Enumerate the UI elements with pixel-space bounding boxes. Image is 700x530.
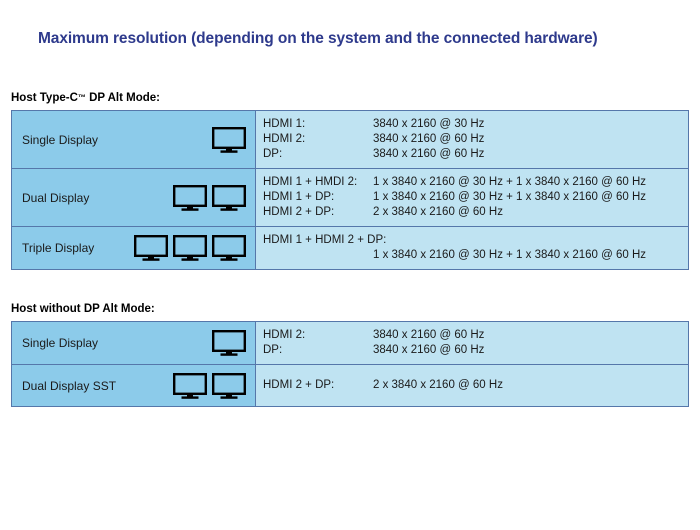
page-title: Maximum resolution (depending on the sys…: [38, 30, 598, 47]
table-row: Single Display HDMI 1: 3840 x: [11, 110, 689, 169]
resolution-value: 1 x 3840 x 2160 @ 30 Hz + 1 x 3840 x 216…: [373, 191, 647, 203]
monitor-icon-group: [134, 235, 246, 261]
port-label: DP:: [263, 344, 283, 356]
monitor-icon: [173, 372, 207, 399]
display-mode-cell: Single Display: [11, 321, 256, 365]
resolution-value: 1 x 3840 x 2160 @ 30 Hz + 1 x 3840 x 216…: [373, 176, 647, 188]
resolution-value: 1 x 3840 x 2160 @ 30 Hz + 1 x 3840 x 216…: [373, 249, 647, 261]
section-heading-type-c: Host Type-C™ DP Alt Mode:: [11, 92, 689, 104]
port-label: HDMI 1 + HMDI 2:: [263, 176, 358, 188]
resolution-value: 2 x 3840 x 2160 @ 60 Hz: [373, 206, 503, 218]
section-heading-text: Host Type-C: [11, 92, 78, 104]
port-label: HDMI 1 + HDMI 2 + DP:: [263, 234, 387, 246]
resolution-table-type-c: Single Display HDMI 1: 3840 x: [11, 110, 689, 270]
section-heading-text-cont: DP Alt Mode:: [85, 92, 160, 104]
display-mode-cell: Single Display: [11, 110, 256, 169]
display-mode-label: Dual Display SST: [22, 378, 117, 393]
monitor-icon: [212, 184, 246, 211]
resolution-value: 2 x 3840 x 2160 @ 60 Hz: [373, 379, 503, 391]
resolution-line: DP: 3840 x 2160 @ 60 Hz: [263, 343, 688, 358]
resolution-values-cell: HDMI 2 + DP: 2 x 3840 x 2160 @ 60 Hz: [255, 364, 689, 407]
display-mode-label: Dual Display: [22, 190, 90, 205]
port-label: HDMI 2 + DP:: [263, 206, 335, 218]
monitor-icon: [212, 330, 246, 356]
resolution-line: HDMI 1 + HDMI 2 + DP:: [263, 233, 688, 248]
table-row: Single Display HDMI 2: 3840 x: [11, 321, 689, 365]
resolution-values-cell: HDMI 1: 3840 x 2160 @ 30 Hz HDMI 2: 3840…: [255, 110, 689, 169]
resolution-values-cell: HDMI 1 + HMDI 2: 1 x 3840 x 2160 @ 30 Hz…: [255, 168, 689, 227]
monitor-icon: [212, 372, 246, 399]
port-label: HDMI 2 + DP:: [263, 379, 335, 391]
monitor-icon-group: [173, 372, 246, 399]
port-label: HDMI 1 + DP:: [263, 191, 335, 203]
section-type-c-dp-alt-mode: Host Type-C™ DP Alt Mode: Single Display: [11, 92, 689, 270]
resolution-line: HDMI 2 + DP: 2 x 3840 x 2160 @ 60 Hz: [263, 205, 688, 220]
resolution-value: 3840 x 2160 @ 60 Hz: [373, 148, 485, 160]
resolution-value: 3840 x 2160 @ 60 Hz: [373, 133, 485, 145]
display-mode-label: Triple Display: [22, 241, 95, 255]
resolution-value: 3840 x 2160 @ 30 Hz: [373, 118, 485, 130]
port-label: HDMI 1:: [263, 118, 306, 130]
port-label: HDMI 2:: [263, 133, 306, 145]
port-label: HDMI 2:: [263, 329, 306, 341]
resolution-line: HDMI 1 + HMDI 2: 1 x 3840 x 2160 @ 30 Hz…: [263, 175, 688, 190]
monitor-icon-group: [212, 330, 246, 356]
table-row: Dual Display SST: [11, 364, 689, 407]
resolution-value: 3840 x 2160 @ 60 Hz: [373, 344, 485, 356]
port-label: DP:: [263, 148, 283, 160]
display-mode-cell: Triple Display: [11, 226, 256, 270]
resolution-value: 3840 x 2160 @ 60 Hz: [373, 329, 485, 341]
monitor-icon: [173, 235, 207, 261]
resolution-values-cell: HDMI 2: 3840 x 2160 @ 60 Hz DP: 3840 x 2…: [255, 321, 689, 365]
display-mode-cell: Dual Display SST: [11, 364, 256, 407]
monitor-icon-group: [173, 184, 246, 211]
monitor-icon-group: [212, 126, 246, 153]
table-row: Dual Display: [11, 168, 689, 227]
trademark-icon: ™: [77, 93, 86, 102]
resolution-table-without-dp: Single Display HDMI 2: 3840 x: [11, 321, 689, 407]
display-mode-cell: Dual Display: [11, 168, 256, 227]
resolution-line: HDMI 1: 3840 x 2160 @ 30 Hz: [263, 117, 688, 132]
resolution-line: HDMI 2: 3840 x 2160 @ 60 Hz: [263, 328, 688, 343]
resolution-line: 1 x 3840 x 2160 @ 30 Hz + 1 x 3840 x 216…: [263, 248, 688, 263]
monitor-icon: [173, 184, 207, 211]
monitor-icon: [212, 235, 246, 261]
resolution-line: HDMI 2: 3840 x 2160 @ 60 Hz: [263, 132, 688, 147]
section-without-dp-alt-mode: Host without DP Alt Mode: Single Display: [11, 303, 689, 407]
monitor-icon: [134, 235, 168, 261]
display-mode-label: Single Display: [22, 132, 99, 147]
resolution-line: HDMI 2 + DP: 2 x 3840 x 2160 @ 60 Hz: [263, 378, 688, 393]
table-row: Triple Display: [11, 226, 689, 270]
resolution-line: HDMI 1 + DP: 1 x 3840 x 2160 @ 30 Hz + 1…: [263, 190, 688, 205]
section-heading-without-dp: Host without DP Alt Mode:: [11, 303, 155, 315]
resolution-values-cell: HDMI 1 + HDMI 2 + DP: 1 x 3840 x 2160 @ …: [255, 226, 689, 270]
monitor-icon: [212, 126, 246, 153]
resolution-line: DP: 3840 x 2160 @ 60 Hz: [263, 147, 688, 162]
display-mode-label: Single Display: [22, 336, 99, 350]
